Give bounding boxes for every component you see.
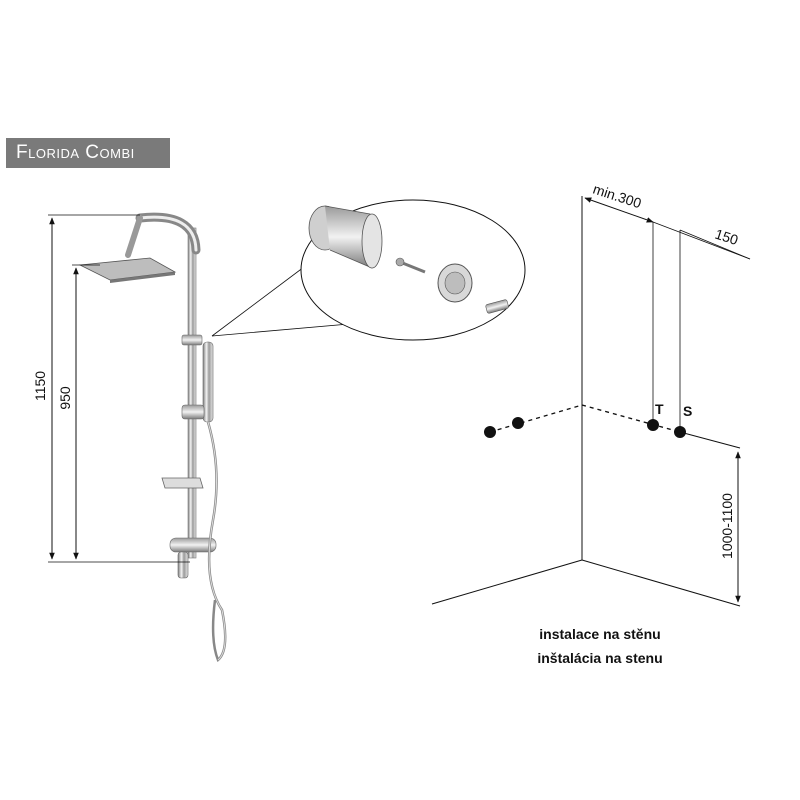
outlet-dot	[484, 426, 496, 438]
caption-line-1: instalace na stěnu	[539, 626, 661, 642]
detail-callout	[211, 199, 526, 341]
dim-outlet-height: 1000-1100	[719, 493, 735, 559]
outlet-dot	[512, 417, 524, 429]
dim-total-height: 1150	[32, 371, 48, 401]
outlet-label-t: T	[655, 401, 664, 417]
column-dimensions: 1150 950	[32, 214, 190, 563]
outlet-dot	[674, 426, 686, 438]
dim-min-spacing: min.300	[591, 181, 644, 212]
dim-outlet-spacing: 150	[713, 226, 740, 249]
shower-set-illustration	[78, 212, 227, 663]
outlet-label-s: S	[683, 403, 692, 419]
outlet-dot	[647, 419, 659, 431]
caption-line-2: inštalácia na stenu	[537, 650, 663, 666]
dim-head-height: 950	[57, 386, 73, 410]
product-title: Florida Combi	[6, 138, 170, 168]
